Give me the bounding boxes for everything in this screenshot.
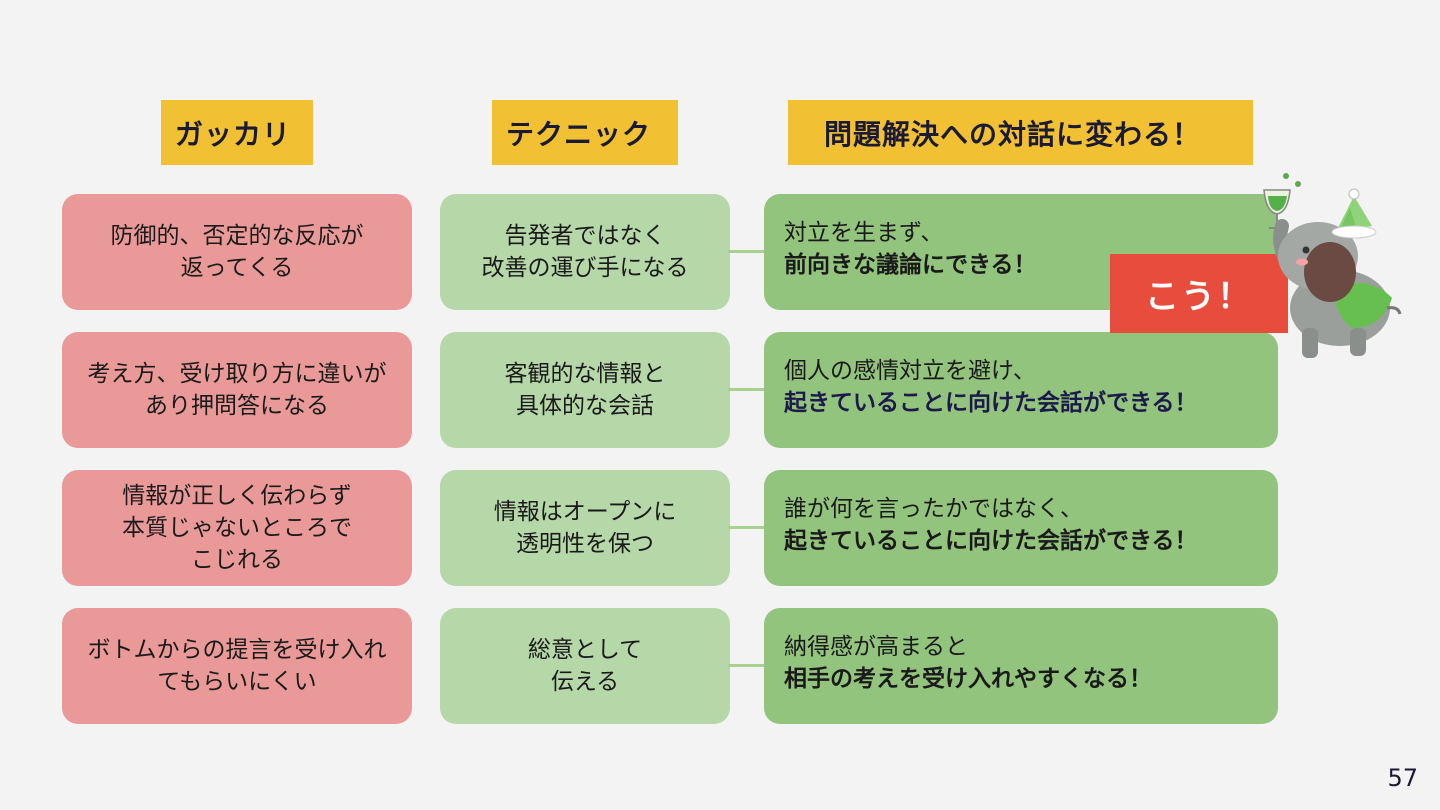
result-plain: 納得感が高まると — [784, 634, 968, 660]
bad-card-2: 考え方、受け取り方に違いがあり押問答になる — [62, 332, 412, 448]
bad-line: 本質じゃないところで — [122, 515, 352, 541]
kou-badge: こう！ — [1110, 254, 1288, 333]
tech-card-2: 客観的な情報と具体的な会話 — [440, 332, 730, 448]
tech-line: 透明性を保つ — [516, 531, 654, 557]
tech-line: 情報はオープンに — [493, 499, 677, 525]
bad-line: 情報が正しく伝わらず — [122, 483, 352, 509]
bad-card-3: 情報が正しく伝わらず本質じゃないところでこじれる — [62, 470, 412, 586]
party-elephant-icon — [1263, 173, 1402, 358]
connector-3 — [728, 526, 768, 529]
header-result: 問題解決への対話に変わる！ — [788, 100, 1253, 165]
result-strong: 相手の考えを受け入れやすくなる！ — [784, 666, 1152, 692]
connector-1 — [728, 250, 768, 253]
bad-line: ボトムからの提言を受け入れ — [87, 637, 387, 663]
page-number: 57 — [1387, 764, 1418, 792]
bad-line: こじれる — [191, 547, 283, 573]
bad-card-1: 防御的、否定的な反応が返ってくる — [62, 194, 412, 310]
tech-line: 客観的な情報と — [504, 361, 666, 387]
tech-line: 伝える — [550, 669, 620, 695]
result-plain: 対立を生まず、 — [784, 220, 944, 246]
bad-line: てもらいにくい — [157, 669, 317, 695]
header-gakkari: ガッカリ — [161, 100, 313, 165]
result-strong: 起きていることに向けた会話ができる！ — [784, 528, 1198, 554]
tech-card-3: 情報はオープンに透明性を保つ — [440, 470, 730, 586]
result-card-2: 個人の感情対立を避け、 起きていることに向けた会話ができる！ — [764, 332, 1278, 448]
result-plain: 誰が何を言ったかではなく、 — [784, 496, 1083, 522]
tech-card-4: 総意として伝える — [440, 608, 730, 724]
bad-line: あり押問答になる — [145, 393, 329, 419]
connector-2 — [728, 388, 768, 391]
tech-line: 告発者ではなく — [504, 223, 666, 249]
bad-line: 考え方、受け取り方に違いが — [87, 361, 387, 387]
result-strong: 前向きな議論にできる！ — [784, 252, 1037, 278]
result-card-1: 対立を生まず、 前向きな議論にできる！ — [764, 194, 1278, 310]
result-card-3: 誰が何を言ったかではなく、 起きていることに向けた会話ができる！ — [764, 470, 1278, 586]
result-plain: 個人の感情対立を避け、 — [784, 358, 1036, 384]
tech-line: 具体的な会話 — [516, 393, 654, 419]
bad-line: 防御的、否定的な反応が — [110, 223, 364, 249]
connector-4 — [728, 664, 768, 667]
header-technique: テクニック — [492, 100, 678, 165]
tech-line: 総意として — [527, 637, 643, 663]
tech-card-1: 告発者ではなく改善の運び手になる — [440, 194, 730, 310]
tech-line: 改善の運び手になる — [481, 255, 689, 281]
result-strong: 起きていることに向けた会話ができる！ — [784, 390, 1198, 416]
bad-line: 返ってくる — [180, 255, 294, 281]
result-card-4: 納得感が高まると 相手の考えを受け入れやすくなる！ — [764, 608, 1278, 724]
bad-card-4: ボトムからの提言を受け入れてもらいにくい — [62, 608, 412, 724]
